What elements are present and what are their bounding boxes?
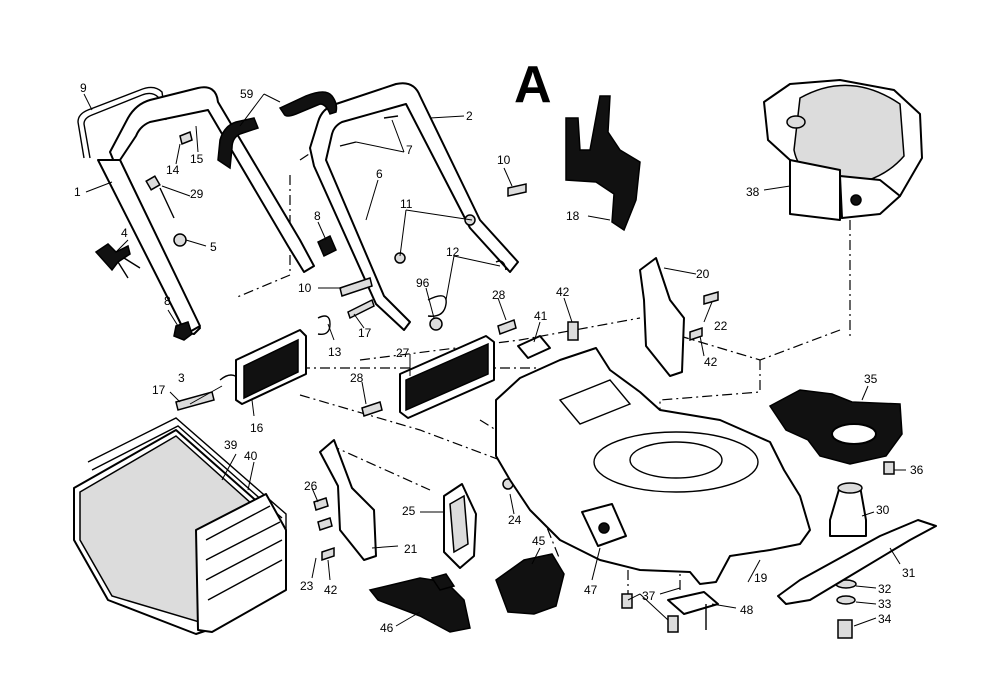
leader-lines [83,93,906,627]
small-plate [517,335,551,359]
height-adjusters [319,257,685,561]
blade-baffle [768,389,903,465]
part-label-36: 36 [910,463,924,477]
part-label-34: 34 [878,612,892,626]
part-label-5: 5 [210,240,217,254]
mower-deck [495,347,811,585]
part-label-21: 21 [404,542,418,556]
part-label-31: 31 [902,566,916,580]
part-label-2: 2 [466,109,473,123]
part-label-10-top: 10 [497,153,511,167]
part-label-25: 25 [402,504,416,518]
part-label-18: 18 [566,209,580,223]
bail-wire [77,86,167,159]
part-label-14: 14 [166,163,180,177]
part-label-6: 6 [376,167,383,181]
part-label-15: 15 [190,152,204,166]
part-label-8-right: 8 [314,209,321,223]
part-label-59: 59 [240,87,254,101]
grass-bag [73,417,287,635]
part-label-30: 30 [876,503,890,517]
part-label-27: 27 [396,346,410,360]
part-label-96: 96 [416,276,430,290]
part-label-28-right: 28 [492,288,506,302]
part-label-32: 32 [878,582,892,596]
part-label-12: 12 [446,245,460,259]
blade-adapter [829,482,867,537]
part-label-17-mid: 17 [358,326,372,340]
part-label-23: 23 [300,579,314,593]
part-label-8-left: 8 [164,294,171,308]
part-label-41: 41 [534,309,548,323]
cutting-blade [777,519,937,605]
handle-knobs [94,234,337,341]
part-label-10-mid: 10 [298,281,312,295]
part-label-42-bottom: 42 [324,583,338,597]
handle-grips [217,91,338,170]
part-label-16: 16 [250,421,264,435]
hardware [145,115,895,639]
part-label-22: 22 [714,319,728,333]
part-label-47: 47 [584,583,598,597]
mulch-cover [443,483,477,569]
part-label-20: 20 [696,267,710,281]
part-label-33: 33 [878,597,892,611]
part-label-3: 3 [178,371,185,385]
diagram-title: A [514,56,552,114]
discharge-chutes [368,553,565,633]
part-label-39: 39 [224,438,238,452]
part-label-11: 11 [400,197,413,211]
part-label-42-top: 42 [556,285,570,299]
part-label-29: 29 [190,187,204,201]
part-label-17-left: 17 [152,383,166,397]
part-label-46: 46 [380,621,394,635]
part-label-7: 7 [406,143,413,157]
lower-handle [97,86,315,335]
part-label-40: 40 [244,449,258,463]
part-label-48: 48 [740,603,754,617]
part-label-35: 35 [864,372,878,386]
engine [763,79,923,221]
part-label-42-right: 42 [704,355,718,369]
part-label-9: 9 [80,81,87,95]
part-label-24: 24 [508,513,522,527]
part-label-19: 19 [754,571,768,585]
part-label-4: 4 [121,226,128,240]
rear-door-panels [235,329,495,419]
bracket [667,591,719,630]
part-labels: 9 1 2 3 4 5 6 7 8 8 10 10 11 12 13 14 15… [74,81,924,635]
part-label-26: 26 [304,479,318,493]
mulch-plug [565,95,641,232]
part-label-28-left: 28 [350,371,364,385]
part-label-38: 38 [746,185,760,199]
part-label-13: 13 [328,345,342,359]
part-label-37: 37 [642,589,656,603]
part-label-45: 45 [532,534,546,548]
part-label-1: 1 [74,185,81,199]
